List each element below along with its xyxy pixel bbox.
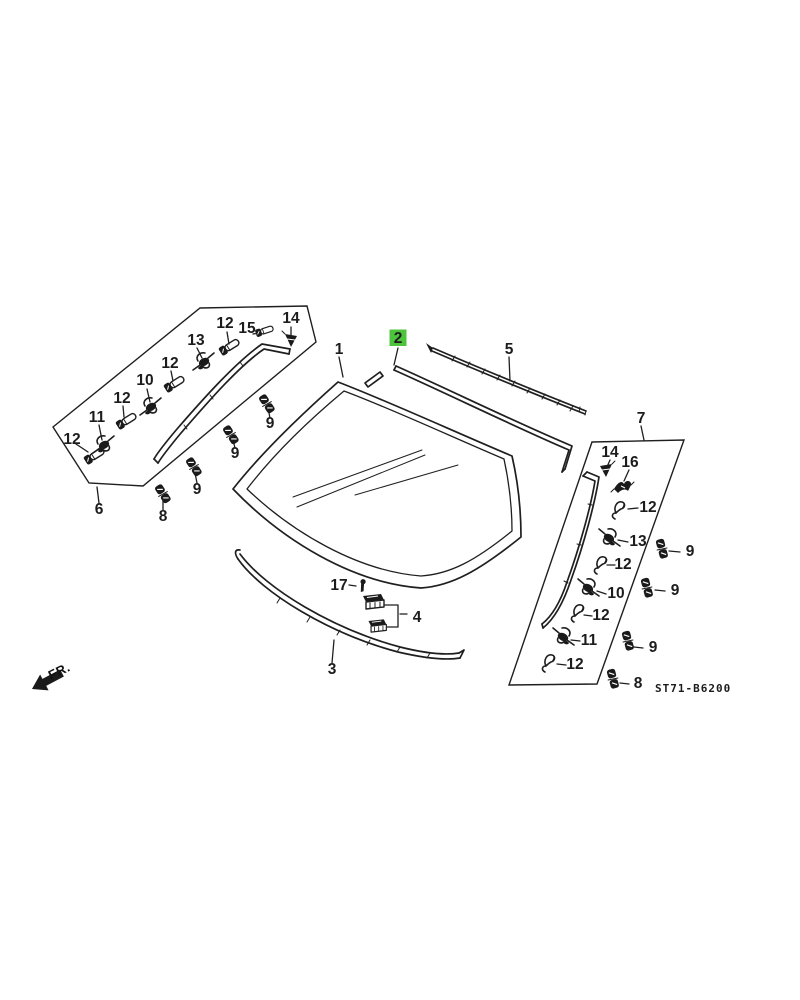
callout-2-highlighted: 2 <box>394 330 403 347</box>
callout-7: 7 <box>637 410 646 427</box>
callout-left-12-4: 12 <box>63 431 80 448</box>
callout-left-15: 15 <box>238 320 256 337</box>
callout-right-11: 11 <box>581 632 598 649</box>
callout-left-11: 11 <box>89 409 106 426</box>
callout-right-10: 10 <box>607 585 624 602</box>
right-group-box <box>508 439 686 686</box>
callout-left-9-2: 9 <box>231 445 240 462</box>
right-side-molding <box>541 471 600 629</box>
fr-direction-arrow: FR. <box>31 659 73 691</box>
callout-1: 1 <box>335 341 344 358</box>
callout-17: 17 <box>330 577 347 594</box>
callout-right-9-3: 9 <box>649 639 658 656</box>
highlight-box <box>389 329 407 346</box>
callout-left-8: 8 <box>159 508 168 525</box>
left-group-box <box>52 305 317 487</box>
callout-labels: 12 15 14 13 12 10 12 11 12 6 8 9 9 9 1 2… <box>63 310 694 692</box>
windshield-glass <box>232 381 522 589</box>
callout-right-12-1: 12 <box>639 499 656 516</box>
fr-label: FR. <box>46 659 73 682</box>
callout-left-9-1: 9 <box>193 481 202 498</box>
callout-right-8: 8 <box>634 675 643 692</box>
callout-left-12-1: 12 <box>216 315 233 332</box>
callout-6: 6 <box>95 501 104 518</box>
callout-right-12-2: 12 <box>614 556 631 573</box>
part-code: ST71-B6200 <box>655 682 731 695</box>
upper-molding <box>364 365 573 473</box>
left-side-molding <box>153 343 291 464</box>
callout-3: 3 <box>328 661 337 678</box>
callout-left-14: 14 <box>282 310 300 327</box>
callout-5: 5 <box>505 341 514 358</box>
callout-left-12-3: 12 <box>113 390 130 407</box>
callout-left-13: 13 <box>187 332 205 349</box>
lower-molding <box>234 549 465 660</box>
callout-right-13: 13 <box>629 533 647 550</box>
callout-right-12-3: 12 <box>592 607 609 624</box>
callout-right-9-1: 9 <box>686 543 695 560</box>
glass-reflection-lines <box>292 449 459 508</box>
callout-left-9-3: 9 <box>266 415 275 432</box>
callout-right-16: 16 <box>621 454 639 471</box>
callout-right-14: 14 <box>601 444 619 461</box>
reveal-strip <box>426 343 587 416</box>
callout-right-12-4: 12 <box>566 656 583 673</box>
callout-4: 4 <box>413 609 422 626</box>
callout-left-10: 10 <box>136 372 153 389</box>
callout-right-9-2: 9 <box>671 582 680 599</box>
callout-left-12-2: 12 <box>161 355 178 372</box>
